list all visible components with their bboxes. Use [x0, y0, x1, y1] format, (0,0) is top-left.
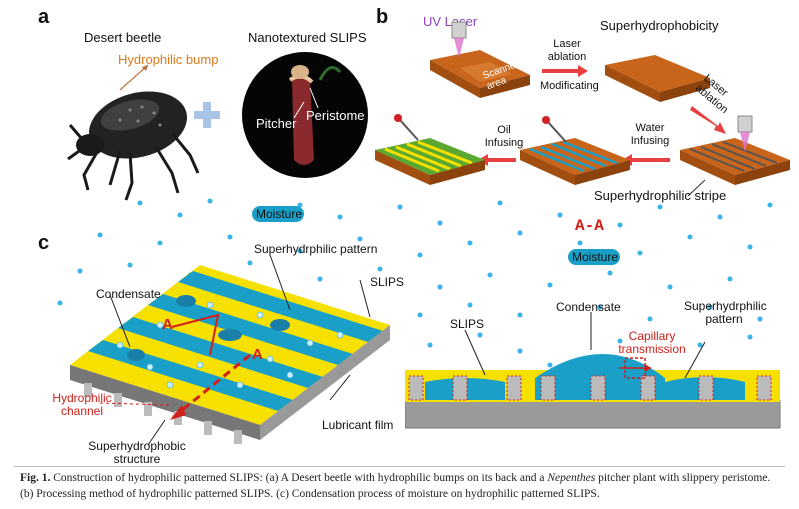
slips-3d-surface	[70, 255, 390, 446]
condensate-label-left: Condensate	[96, 287, 161, 301]
superhydrophilic-stripe-label: Superhydrophilic stripe	[594, 188, 727, 203]
peristome-label: Peristome	[306, 108, 365, 123]
modificating-label: Modificating	[540, 80, 599, 92]
laser-ablation-label-1: Laser ablation	[547, 38, 587, 63]
moisture-badge-left	[252, 206, 304, 222]
hydrophilic-channel-label: Hydrophilic channel	[52, 391, 112, 418]
moisture-label-left: Moisture	[256, 207, 303, 221]
superhydrphilic-pattern-top-label: Superhydrphilic pattern	[254, 242, 378, 256]
panel-c-letter: c	[38, 232, 50, 254]
beetle-illustration	[67, 64, 200, 201]
section-marker-a1: A	[162, 316, 173, 333]
panel-b-letter: b	[376, 6, 389, 28]
caption-italic: Nepenthes	[547, 472, 596, 484]
caption-part2: pitcher plant with slippery peristome. (…	[20, 472, 771, 500]
pitcher-label: Pitcher	[256, 116, 297, 131]
hydrophilic-bump-label: Hydrophilic bump	[118, 52, 219, 67]
capillary-transmission-label: Capillary transmission	[618, 329, 686, 356]
superhydrophobic-structure-label: Superhydrophobic structure	[88, 439, 186, 466]
lubricant-film-label: Lubricant film	[322, 418, 394, 432]
caption-part1: Construction of hydrophilic patterned SL…	[53, 472, 545, 484]
cross-section-diagram	[405, 312, 781, 429]
section-title: A-A	[575, 217, 604, 235]
caption-fig-label: Fig. 1.	[20, 472, 51, 484]
oil-infusing-label: Oil Infusing	[484, 124, 524, 149]
water-infusing-label: Water Infusing	[630, 122, 670, 147]
superhydrphilic-pattern-right-label: Superhydrphilic pattern	[684, 299, 767, 326]
moisture-label-right: Moisture	[572, 250, 619, 264]
panel-a-letter: a	[38, 6, 50, 28]
superhydrophobicity-label: Superhydrophobicity	[600, 18, 719, 33]
section-marker-a2: A	[252, 346, 263, 363]
plus-icon	[194, 102, 220, 128]
moisture-badge-right	[568, 249, 620, 265]
moisture-droplets-field	[57, 198, 773, 368]
condensate-label-right: Condensate	[556, 300, 621, 314]
pitcher-plant-photo	[242, 52, 368, 178]
slips-title: Nanotextured SLIPS	[248, 30, 367, 45]
beetle-title: Desert beetle	[84, 30, 162, 45]
caption-divider	[14, 466, 785, 467]
pitcher-pointers	[293, 87, 319, 119]
figure-caption: Fig. 1. Construction of hydrophilic patt…	[20, 470, 785, 502]
slips-label-right: SLIPS	[450, 317, 485, 331]
process-diagram	[375, 21, 790, 197]
slips-label-left: SLIPS	[370, 275, 405, 289]
